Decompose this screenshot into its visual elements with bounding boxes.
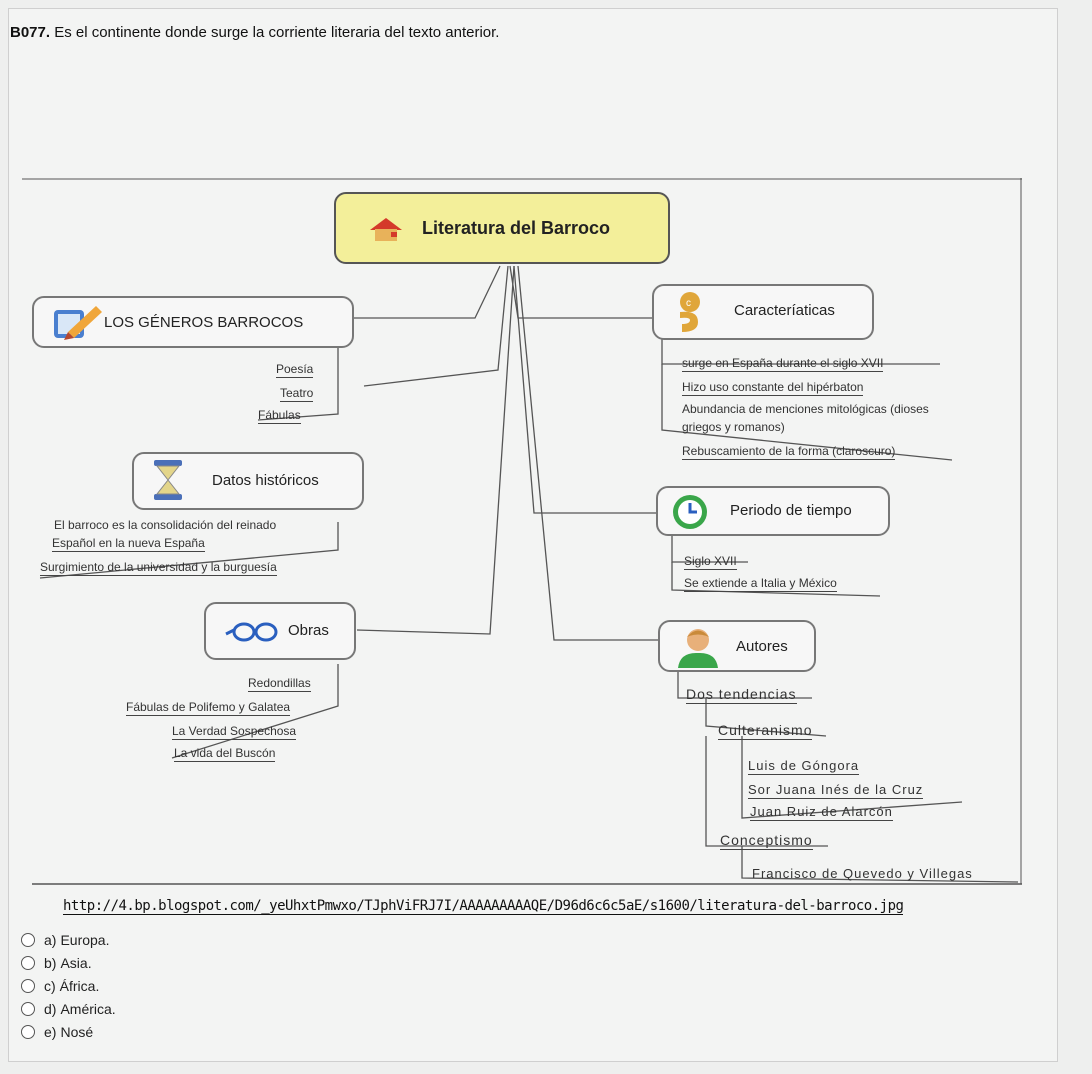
radio-button[interactable] — [21, 933, 35, 947]
root-node: Literatura del Barroco — [334, 192, 670, 264]
genero-item: Fábulas — [258, 408, 301, 424]
radio-button[interactable] — [21, 979, 35, 993]
datos-title: Datos históricos — [212, 472, 319, 489]
caracteristica-item: Rebuscamiento de la forma (claroscuro) — [682, 444, 896, 460]
question-id: B077. — [10, 24, 51, 41]
conceptismo-author: Francisco de Quevedo y Villegas — [752, 866, 973, 881]
caracteristicas-title: Caracteríaticas — [734, 302, 835, 319]
periodo-title: Periodo de tiempo — [730, 502, 852, 519]
datos-item: El barroco es la consolidación del reina… — [54, 518, 277, 532]
option-label: América. — [60, 1001, 116, 1017]
obras-node: Obras — [204, 602, 356, 660]
conceptismo-label: Conceptismo — [720, 832, 813, 850]
caracteristica-item: griegos y romanos) — [682, 420, 785, 434]
option-letter: e) — [44, 1024, 57, 1040]
number-badge-icon: c — [680, 292, 700, 332]
mindmap-image: Literatura del Barroco LOS GÉNEROS BARRO… — [22, 178, 1022, 886]
datos-item: Español en la nueva España — [52, 536, 205, 552]
svg-text:c: c — [686, 298, 691, 309]
culteranismo-label: Culteranismo — [718, 722, 813, 740]
datos-node: Datos históricos — [132, 452, 364, 510]
culteranismo-author: Luis de Góngora — [748, 758, 860, 775]
question-text: B077. Es el continente donde surge la co… — [10, 24, 499, 41]
autores-node: Autores — [658, 620, 816, 672]
periodo-item: Siglo XVII — [684, 554, 737, 570]
option-label: África. — [59, 978, 100, 994]
mindmap-connectors — [22, 178, 1022, 885]
culteranismo-author: Sor Juana Inés de la Cruz — [748, 782, 924, 799]
option-letter: b) — [44, 955, 57, 971]
clock-icon — [673, 495, 707, 529]
house-icon — [370, 218, 402, 241]
option-label: Europa. — [60, 932, 110, 948]
option-label: Asia. — [60, 955, 92, 971]
datos-item: Surgimiento de la universidad y la burgu… — [40, 560, 277, 576]
option-d[interactable]: d) América. — [21, 999, 116, 1019]
genero-item: Poesía — [276, 362, 314, 378]
obras-title: Obras — [288, 622, 329, 639]
radio-button[interactable] — [21, 956, 35, 970]
pencil-notebook-icon — [54, 306, 102, 340]
generos-node: LOS GÉNEROS BARROCOS — [32, 296, 354, 348]
person-icon — [678, 629, 718, 668]
obra-item: Redondillas — [248, 676, 311, 692]
caracteristica-item: surge en España durante el siglo XVII — [682, 356, 884, 372]
option-c[interactable]: c) África. — [21, 976, 99, 996]
radio-button[interactable] — [21, 1002, 35, 1016]
option-b[interactable]: b) Asia. — [21, 953, 92, 973]
question-body: Es el continente donde surge la corrient… — [54, 24, 500, 41]
source-url-link[interactable]: http://4.bp.blogspot.com/_yeUhxtPmwxo/TJ… — [63, 898, 904, 915]
radio-button[interactable] — [21, 1025, 35, 1039]
periodo-item: Se extiende a Italia y México — [684, 576, 837, 592]
option-a[interactable]: a) Europa. — [21, 930, 110, 950]
option-letter: c) — [44, 978, 56, 994]
root-title: Literatura del Barroco — [422, 218, 611, 238]
hourglass-icon — [154, 460, 182, 500]
culteranismo-author: Juan Ruiz de Alarcón — [750, 804, 893, 821]
tendencias-label: Dos tendencias — [686, 686, 797, 704]
obra-item: Fábulas de Polifemo y Galatea — [126, 700, 291, 716]
obra-item: La vida del Buscón — [174, 746, 276, 762]
question-card — [8, 8, 1058, 1062]
caracteristicas-node: c Caracteríaticas — [652, 284, 874, 340]
glasses-icon — [225, 622, 278, 642]
caracteristica-item: Abundancia de menciones mitológicas (dio… — [682, 402, 929, 416]
obra-item: La Verdad Sospechosa — [172, 724, 297, 740]
autores-title: Autores — [736, 638, 788, 655]
option-label: Nosé — [60, 1024, 94, 1040]
option-letter: d) — [44, 1001, 57, 1017]
periodo-node: Periodo de tiempo — [656, 486, 890, 536]
caracteristica-item: Hizo uso constante del hipérbaton — [682, 380, 864, 396]
generos-title: LOS GÉNEROS BARROCOS — [104, 314, 304, 331]
genero-item: Teatro — [280, 386, 314, 402]
option-e[interactable]: e) Nosé — [21, 1022, 93, 1042]
option-letter: a) — [44, 932, 57, 948]
